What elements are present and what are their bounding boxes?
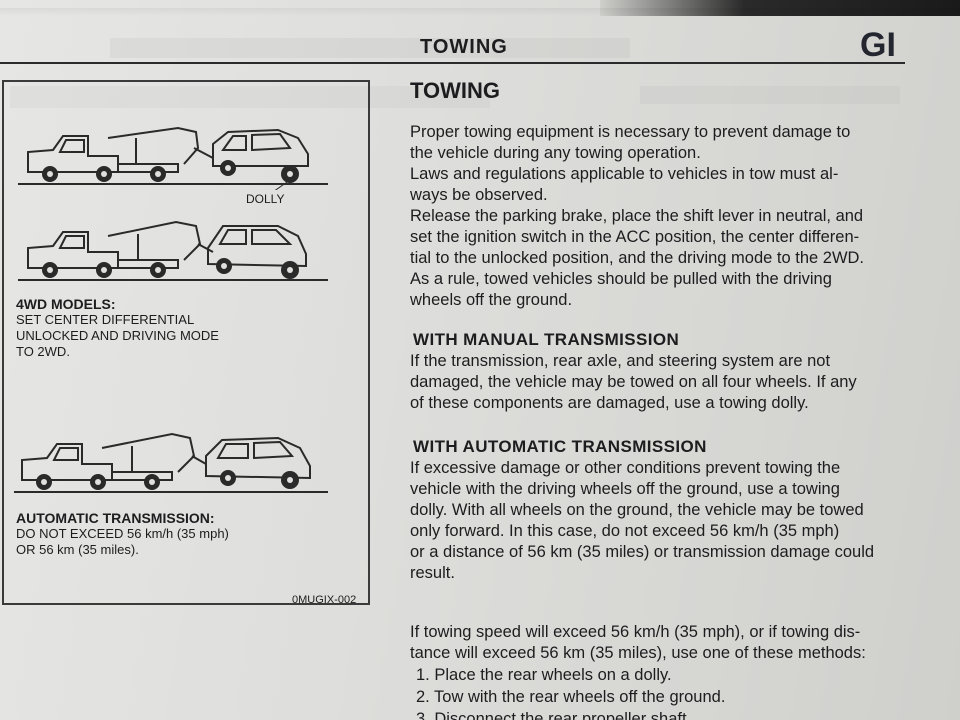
text-line: set the ignition switch in the ACC posit… [410, 228, 860, 246]
caption-4wd-line: SET CENTER DIFFERENTIAL [16, 312, 195, 327]
text-line: only forward. In this case, do not excee… [410, 522, 840, 540]
tow-truck-automatic-illustration [14, 432, 328, 493]
text-line: Proper towing equipment is necessary to … [410, 123, 851, 141]
caption-4wd-heading: 4WD MODELS: [16, 296, 116, 312]
towing-methods-list: 1. Place the rear wheels on a dolly. 2. … [416, 664, 725, 720]
list-item: 1. Place the rear wheels on a dolly. [416, 666, 672, 684]
text-line: of these components are damaged, use a t… [410, 394, 809, 412]
text-line: If excessive damage or other conditions … [410, 459, 841, 477]
tow-truck-dolly-illustration [18, 126, 328, 190]
text-line: the vehicle during any towing operation. [410, 144, 701, 162]
dolly-label: DOLLY [246, 192, 285, 206]
text-line: Laws and regulations applicable to vehic… [410, 165, 839, 183]
automatic-transmission-paragraph: If excessive damage or other conditions … [410, 458, 940, 584]
text-line: damaged, the vehicle may be towed on all… [410, 373, 857, 391]
text-line: tance will exceed 56 km (35 miles), use … [410, 644, 866, 662]
text-line: tial to the unlocked position, and the d… [410, 249, 865, 267]
caption-automatic-heading: AUTOMATIC TRANSMISSION: [16, 510, 215, 526]
section-code: GI [860, 26, 896, 64]
text-line: wheels off the ground. [410, 291, 573, 309]
section-title: TOWING [410, 78, 501, 103]
text-line: result. [410, 564, 455, 582]
show-through-bar [640, 86, 900, 104]
intro-paragraph: Proper towing equipment is necessary to … [410, 122, 940, 311]
automatic-transmission-heading: WITH AUTOMATIC TRANSMISSION [413, 437, 707, 456]
list-item: 2. Tow with the rear wheels off the grou… [416, 688, 726, 706]
page-background-shadow [600, 0, 960, 16]
towing-illustration-box [2, 80, 370, 605]
text-line: ways be observed. [410, 186, 548, 204]
page-edge-shading [0, 8, 960, 16]
text-line: As a rule, towed vehicles should be pull… [410, 270, 832, 288]
caption-automatic-line: DO NOT EXCEED 56 km/h (35 mph) [16, 526, 229, 541]
caption-4wd-line: UNLOCKED AND DRIVING MODE [16, 328, 219, 343]
caption-4wd: 4WD MODELS: SET CENTER DIFFERENTIAL UNLO… [16, 296, 219, 360]
speed-limit-paragraph: If towing speed will exceed 56 km/h (35 … [410, 622, 940, 664]
tow-truck-4wd-illustration [18, 220, 328, 281]
text-line: dolly. With all wheels on the ground, th… [410, 501, 864, 519]
text-line: or a distance of 56 km (35 miles) or tra… [410, 543, 875, 561]
caption-automatic: AUTOMATIC TRANSMISSION: DO NOT EXCEED 56… [16, 510, 229, 558]
text-line: If towing speed will exceed 56 km/h (35 … [410, 623, 861, 641]
list-item: 3. Disconnect the rear propeller shaft. [416, 710, 692, 720]
manual-transmission-heading: WITH MANUAL TRANSMISSION [413, 330, 680, 349]
text-line: vehicle with the driving wheels off the … [410, 480, 840, 498]
text-line: Release the parking brake, place the shi… [410, 207, 864, 225]
page-header-title: TOWING [420, 36, 508, 58]
caption-4wd-line: TO 2WD. [16, 344, 70, 359]
show-through-bar [10, 86, 490, 108]
caption-automatic-line: OR 56 km (35 miles). [16, 542, 139, 557]
text-line: If the transmission, rear axle, and stee… [410, 352, 831, 370]
manual-transmission-paragraph: If the transmission, rear axle, and stee… [410, 351, 940, 414]
header-rule [0, 62, 905, 64]
figure-code: 0MUGIX-002 [292, 594, 357, 606]
show-through-bar [110, 38, 630, 58]
